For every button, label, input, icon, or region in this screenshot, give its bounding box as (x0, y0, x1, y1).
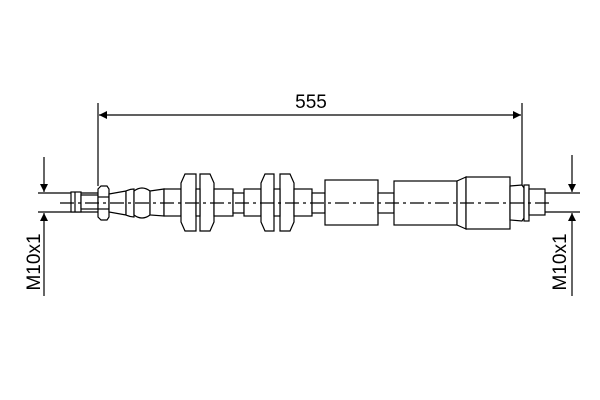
flange (199, 173, 215, 232)
right-thread-label: M10x1 (550, 233, 571, 290)
length-label: 555 (295, 92, 327, 113)
left-thread-end (70, 191, 82, 213)
right-thread-end (528, 188, 546, 216)
left-thread-label: M10x1 (24, 233, 45, 290)
length-dimension: 555 (97, 92, 523, 186)
right-thread-dimension: M10x1 (528, 155, 580, 296)
left-thread-dimension: M10x1 (24, 157, 98, 296)
hose-assembly (60, 173, 552, 232)
